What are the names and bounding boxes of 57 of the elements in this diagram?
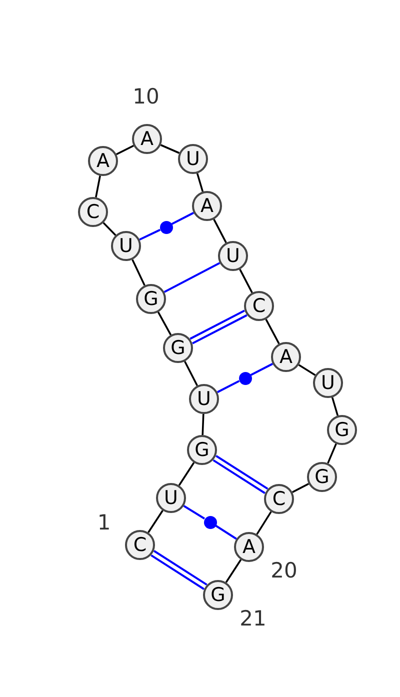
nucleotide: G [163, 333, 193, 363]
backbone-line [178, 462, 195, 486]
base-pair-line [250, 362, 274, 376]
base-pair-line [183, 505, 206, 520]
backbone-line [202, 414, 204, 436]
nucleotide: A [132, 124, 162, 154]
pair-dot-icon [204, 516, 216, 528]
backbone-line [327, 443, 337, 464]
backbone-line [95, 176, 101, 198]
nucleotide: U [156, 483, 186, 513]
nucleotide: C [125, 530, 155, 560]
backbone-line [132, 259, 146, 286]
backbone-line [213, 218, 227, 244]
nucleotide: A [192, 191, 222, 221]
pair-dot-icon [238, 372, 252, 384]
backbone-line [239, 268, 253, 294]
nucleotide: C [78, 197, 108, 227]
backbone-line [331, 397, 339, 416]
position-number: 10 [132, 86, 160, 108]
nucleotide: A [234, 532, 264, 562]
base-pair-line [171, 212, 194, 225]
base-pair-line [139, 228, 161, 240]
nucleotide: U [218, 241, 248, 271]
backbone-line [196, 173, 204, 192]
position-number: 21 [240, 608, 266, 630]
nucleotide: G [136, 284, 166, 314]
backbone-line [102, 222, 116, 236]
nucleotide: U [111, 231, 141, 261]
backbone-line [184, 360, 198, 386]
nucleotide: U [178, 144, 208, 174]
nucleotide: U [313, 368, 343, 398]
backbone-line [225, 559, 242, 583]
nucleotide: C [264, 484, 294, 514]
backbone-line [157, 312, 172, 336]
nucleotide: U [189, 384, 219, 414]
backbone-line [148, 510, 164, 533]
backbone-line [292, 483, 310, 493]
backbone-line [160, 144, 180, 154]
nucleotide: G [187, 435, 217, 465]
backbone-line [256, 511, 272, 535]
nucleotide: G [307, 462, 337, 492]
base-pair-line [192, 314, 248, 344]
nucleotide: G [203, 580, 233, 610]
position-number: 20 [270, 560, 298, 582]
base-pair-line [190, 310, 245, 340]
backbone-line [116, 144, 134, 156]
nucleotide: G [327, 415, 357, 445]
position-number: 1 [97, 512, 111, 534]
backbone-line [265, 318, 280, 344]
nucleotide: A [271, 342, 301, 372]
base-pair-line [214, 524, 237, 540]
base-pair-line [216, 380, 240, 394]
pair-dot-icon [160, 220, 172, 234]
nucleotide: A [88, 146, 118, 176]
backbone-line [298, 364, 316, 376]
nucleotide: C [244, 291, 274, 321]
base-pair-line [164, 262, 220, 293]
